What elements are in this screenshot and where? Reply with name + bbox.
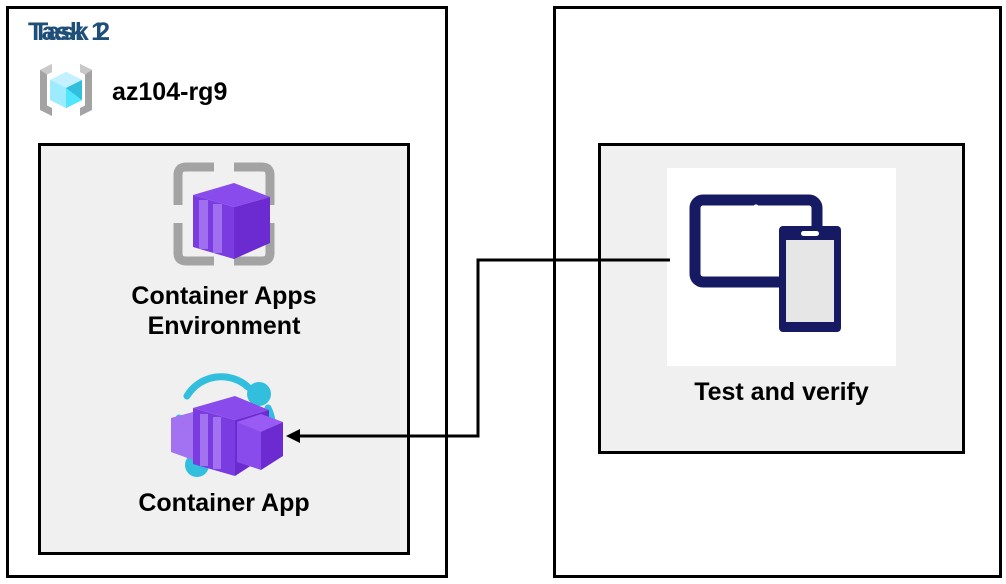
resource-group-icon: [34, 58, 98, 127]
node-container-app-label: Container App: [138, 489, 310, 517]
node-test-and-verify[interactable]: Test and verify: [598, 168, 965, 408]
test-icon-backdrop: [667, 168, 896, 366]
devices-test-icon: [689, 190, 875, 345]
node-test-and-verify-label: Test and verify: [694, 378, 869, 406]
resource-group-row: az104-rg9: [34, 58, 227, 127]
container-apps-environment-icon: [162, 162, 286, 277]
node-container-apps-environment[interactable]: Container Apps Environment: [38, 155, 410, 341]
task-1-title: Task 1: [28, 18, 106, 46]
resource-group-name: az104-rg9: [112, 78, 228, 106]
node-container-apps-environment-label: Container Apps Environment: [131, 282, 317, 340]
task-2-title: Task 2: [33, 18, 111, 46]
container-app-icon: [149, 373, 299, 486]
node-container-app[interactable]: Container App: [38, 370, 410, 519]
